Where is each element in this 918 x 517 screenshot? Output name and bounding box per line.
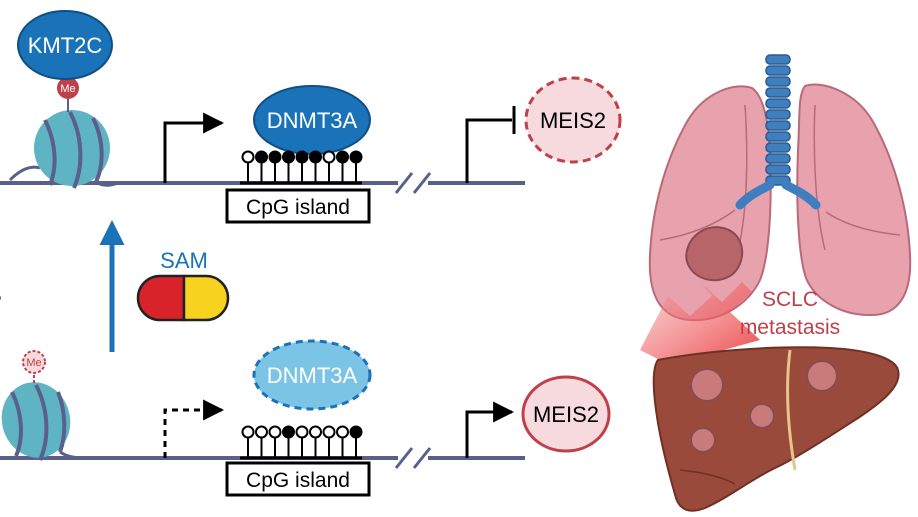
- bottom-cpg-unmethylated: [268, 425, 282, 439]
- bottom-promoter-arrow-dashed: [163, 399, 225, 458]
- kmt2c-protein: KMT2C: [17, 10, 113, 80]
- top-row: Me KMT2C DNMT3A CpG island MEIS2: [0, 10, 622, 224]
- trachea: [735, 54, 821, 210]
- top-cpg-methylated: [282, 150, 295, 164]
- bottom-me-mark: Me: [22, 350, 46, 374]
- middle-row: SAM: [0, 220, 230, 352]
- bottom-nucleosome: [1, 372, 83, 461]
- top-me-label: Me: [60, 83, 75, 95]
- trachea-ring: [765, 153, 791, 164]
- top-meis2: MEIS2: [524, 76, 622, 164]
- top-me-mark: Me: [57, 77, 79, 99]
- bottom-cpg-unmethylated: [255, 425, 268, 439]
- top-cpg-methylated: [295, 150, 309, 164]
- bottom-dna-break: [394, 447, 432, 469]
- bottom-cpg-lollipops: [240, 425, 363, 460]
- trachea-ring: [765, 109, 791, 120]
- liver-tumor: [806, 360, 838, 392]
- bottom-dnmt3a-label: DNMT3A: [267, 363, 358, 388]
- trachea-ring: [765, 120, 791, 131]
- bottom-cpg-label: CpG island: [246, 469, 350, 492]
- top-cpg-methylated: [268, 150, 282, 164]
- top-cpg-methylated: [349, 150, 363, 164]
- top-cpg-box: CpG island: [225, 188, 371, 224]
- sam-label: SAM: [160, 248, 208, 273]
- bottom-cpg-unmethylated: [309, 425, 322, 439]
- right-bronchus: [781, 180, 821, 210]
- bottom-dnmt3a-protein: DNMT3A: [252, 339, 372, 411]
- top-repression-symbol: [465, 118, 512, 183]
- lungs-illustration: [648, 54, 912, 322]
- trachea-ring: [765, 164, 791, 175]
- liver-tumor: [690, 427, 716, 453]
- trachea-ring: [765, 76, 791, 87]
- bottom-cpg-unmethylated: [241, 425, 255, 439]
- trachea-ring: [765, 142, 791, 153]
- liver-illustration: [652, 346, 900, 512]
- metastasis-label: metastasis: [740, 316, 840, 339]
- bottom-cpg-unmethylated: [336, 425, 349, 439]
- liver-tumor: [749, 403, 775, 429]
- top-dnmt3a-protein: DNMT3A: [253, 85, 371, 155]
- top-dna-break: [394, 172, 432, 194]
- top-cpg-label: CpG island: [246, 196, 350, 219]
- left-edge-dot: [0, 295, 1, 301]
- organs-illustration: SCLC metastasis: [640, 54, 912, 512]
- bottom-meis2-label: MEIS2: [533, 402, 599, 427]
- top-cpg-methylated: [336, 150, 349, 164]
- top-nucleosome: [8, 97, 119, 189]
- lung-tumor: [685, 226, 744, 282]
- top-cpg-lollipops: [240, 150, 363, 185]
- bottom-cpg-unmethylated: [295, 425, 309, 439]
- top-cpg-unmethylated: [241, 150, 255, 164]
- top-dnmt3a-label: DNMT3A: [267, 108, 358, 133]
- top-cpg-unmethylated: [322, 150, 336, 164]
- sam-capsule: [136, 274, 230, 322]
- top-cpg-methylated: [255, 150, 268, 164]
- bottom-cpg-box: CpG island: [225, 461, 371, 497]
- bottom-cpg-methylated: [349, 425, 363, 439]
- top-meis2-label: MEIS2: [540, 108, 606, 133]
- liver-tumors: [690, 360, 838, 453]
- trachea-ring: [765, 87, 791, 98]
- liver-tumor: [690, 368, 724, 402]
- sclc-label: SCLC: [762, 288, 818, 311]
- bottom-row: Me DNMT3A CpG island MEIS2: [0, 339, 611, 497]
- metastasis-arrow: [640, 282, 760, 362]
- trachea-ring: [765, 98, 791, 109]
- trachea-ring: [765, 131, 791, 142]
- kmt2c-label: KMT2C: [28, 33, 103, 58]
- top-promoter-arrow: [163, 112, 225, 183]
- top-cpg-methylated: [309, 150, 322, 164]
- bottom-activation-arrow: [465, 401, 515, 458]
- trachea-ring: [765, 54, 791, 65]
- trachea-ring: [765, 65, 791, 76]
- bottom-meis2: MEIS2: [521, 375, 611, 453]
- bottom-me-label: Me: [26, 357, 41, 369]
- bottom-cpg-unmethylated: [322, 425, 336, 439]
- left-bronchus: [735, 180, 775, 210]
- bottom-cpg-methylated: [282, 425, 295, 439]
